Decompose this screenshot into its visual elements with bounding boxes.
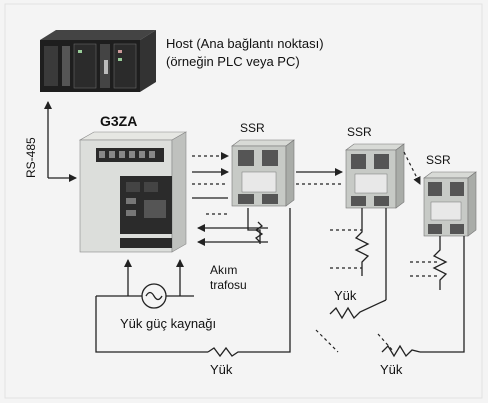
ssr2-label: SSR bbox=[347, 125, 372, 139]
host-plc-device bbox=[40, 30, 156, 92]
load1-label: Yük bbox=[210, 362, 233, 377]
ct-coil bbox=[254, 221, 264, 243]
signal-ssr3-arrow bbox=[403, 151, 421, 185]
load2-label: Yük bbox=[334, 288, 357, 303]
ssr2-device bbox=[345, 143, 405, 209]
ac-power-source-symbol bbox=[141, 283, 167, 309]
host-label-line1: Host (Ana bağlantı noktası) bbox=[166, 36, 324, 51]
ct-wire bbox=[247, 208, 261, 244]
ssr3-label: SSR bbox=[426, 153, 451, 167]
load3-resistor bbox=[381, 344, 421, 358]
load3-dashed-link bbox=[377, 333, 395, 353]
ssr3-output-wire bbox=[420, 236, 465, 353]
ssr1-device bbox=[231, 139, 295, 207]
power-source-label: Yük güç kaynağı bbox=[120, 316, 216, 331]
g3za-label: G3ZA bbox=[100, 113, 137, 129]
ssr3-device bbox=[423, 171, 477, 237]
g3za-controller-device bbox=[78, 131, 188, 253]
ct-label-line1: Akım bbox=[210, 263, 237, 277]
frame-border bbox=[4, 3, 483, 399]
load-dashed-link bbox=[315, 329, 339, 353]
power-return-wire bbox=[95, 296, 208, 353]
load2-resistor bbox=[329, 299, 387, 320]
ssr1-label: SSR bbox=[240, 121, 265, 135]
load2-resistor-vertical bbox=[354, 208, 370, 276]
host-label-line2: (örneğin PLC veya PC) bbox=[166, 54, 300, 69]
load3-label: Yük bbox=[380, 362, 403, 377]
rs485-label: RS-485 bbox=[24, 137, 38, 178]
load1-resistor bbox=[207, 208, 291, 358]
load3-resistor-vertical bbox=[432, 236, 448, 290]
ct-label-line2: trafosu bbox=[210, 278, 247, 292]
